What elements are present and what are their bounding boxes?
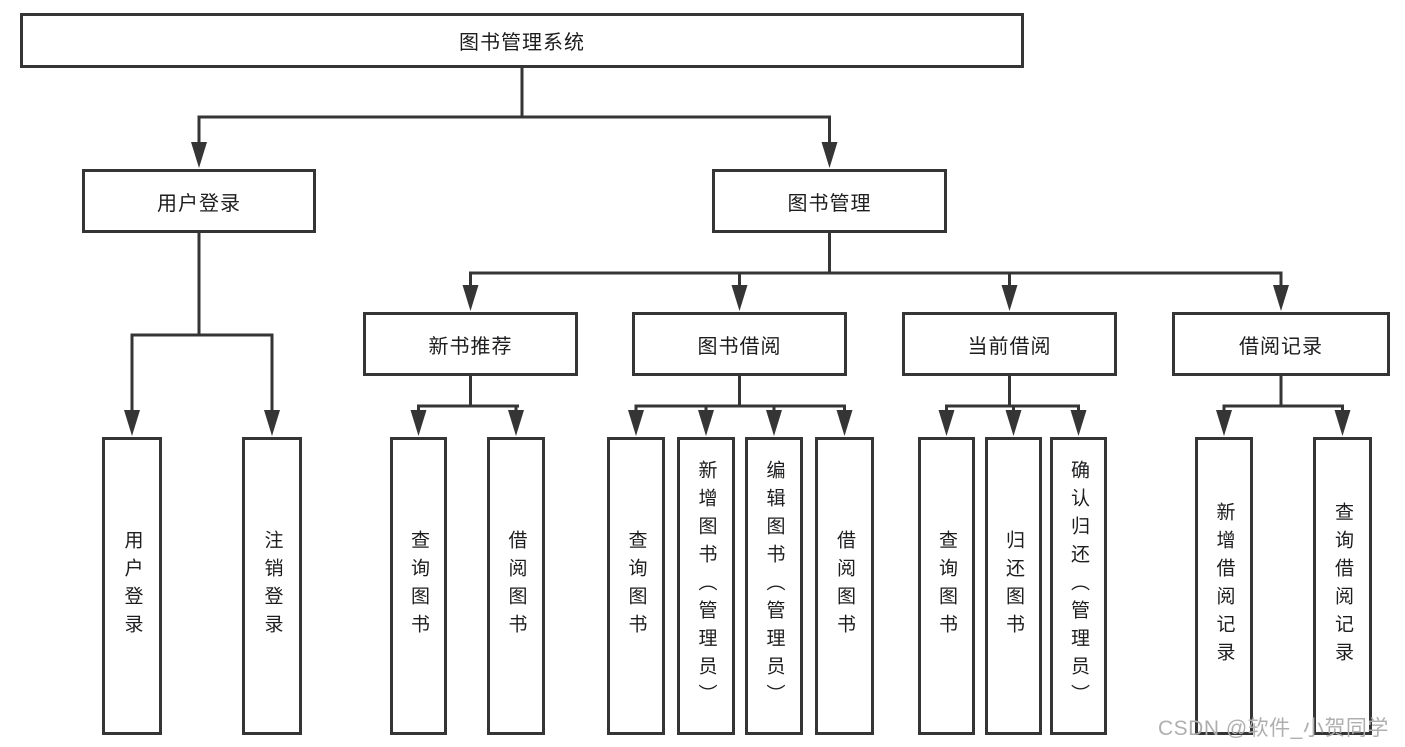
leaf-logout-label: 注销登录 (261, 530, 283, 642)
leaf-user-login-label: 用户登录 (121, 530, 143, 642)
leaf-query-borrow-record-label: 查询借阅记录 (1332, 502, 1353, 670)
leaf-edit-book-admin: 编辑图书（管理员） (745, 437, 803, 735)
connector-current-borrow-split (945, 376, 1080, 412)
leaf-borrow-books-recommend: 借阅图书 (487, 437, 545, 735)
node-book-management-label: 图书管理 (787, 192, 872, 215)
leaf-return-book: 归还图书 (985, 437, 1042, 735)
leaf-add-book-admin-label: 新增图书（管理员） (695, 460, 717, 712)
node-root-label: 图书管理系统 (459, 32, 585, 54)
leaf-query-books-recommend-label: 查询图书 (408, 530, 429, 642)
leaf-query-books-borrow-label: 查询图书 (625, 530, 647, 642)
leaf-confirm-return-admin: 确认归还（管理员） (1050, 437, 1107, 735)
leaf-borrow-books-label: 借阅图书 (834, 530, 855, 642)
connector-user-login-split (130, 233, 274, 412)
leaf-user-login: 用户登录 (102, 437, 162, 735)
node-user-login-label: 用户登录 (157, 192, 241, 215)
leaf-query-borrow-record: 查询借阅记录 (1313, 437, 1372, 735)
leaf-query-books-recommend: 查询图书 (390, 437, 447, 735)
csdn-watermark: CSDN @软件_小贺同学 (1158, 717, 1389, 740)
node-user-login: 用户登录 (82, 169, 316, 233)
connector-new-book-recommend-split (417, 376, 519, 412)
leaf-logout: 注销登录 (242, 437, 302, 735)
node-new-book-recommend-label: 新书推荐 (428, 335, 513, 358)
node-borrow-records-label: 借阅记录 (1239, 335, 1323, 358)
leaf-add-book-admin: 新增图书（管理员） (677, 437, 735, 735)
connector-book-borrow-split (634, 376, 846, 412)
leaf-confirm-return-admin-label: 确认归还（管理员） (1068, 460, 1089, 712)
leaf-add-borrow-record-label: 新增借阅记录 (1213, 502, 1235, 670)
node-book-management: 图书管理 (712, 169, 947, 233)
node-current-borrow: 当前借阅 (902, 312, 1117, 376)
node-book-borrow-label: 图书借阅 (697, 335, 782, 358)
node-root-library-management-system: 图书管理系统 (20, 13, 1024, 68)
leaf-add-borrow-record: 新增借阅记录 (1195, 437, 1253, 735)
leaf-edit-book-admin-label: 编辑图书（管理员） (763, 460, 785, 712)
leaf-query-books-current: 查询图书 (918, 437, 975, 735)
connector-borrow-records-split (1222, 376, 1344, 412)
leaf-borrow-books: 借阅图书 (815, 437, 874, 735)
connector-root-split (197, 68, 831, 144)
node-new-book-recommend: 新书推荐 (363, 312, 578, 376)
leaf-borrow-books-recommend-label: 借阅图书 (505, 530, 527, 642)
node-book-borrow: 图书借阅 (632, 312, 847, 376)
node-borrow-records: 借阅记录 (1172, 312, 1390, 376)
leaf-return-book-label: 归还图书 (1003, 530, 1024, 642)
arrowheads (124, 142, 1351, 436)
node-current-borrow-label: 当前借阅 (967, 335, 1052, 358)
leaf-query-books-borrow: 查询图书 (607, 437, 665, 735)
connector-book-management-split (469, 233, 1283, 287)
leaf-query-books-current-label: 查询图书 (936, 530, 957, 642)
